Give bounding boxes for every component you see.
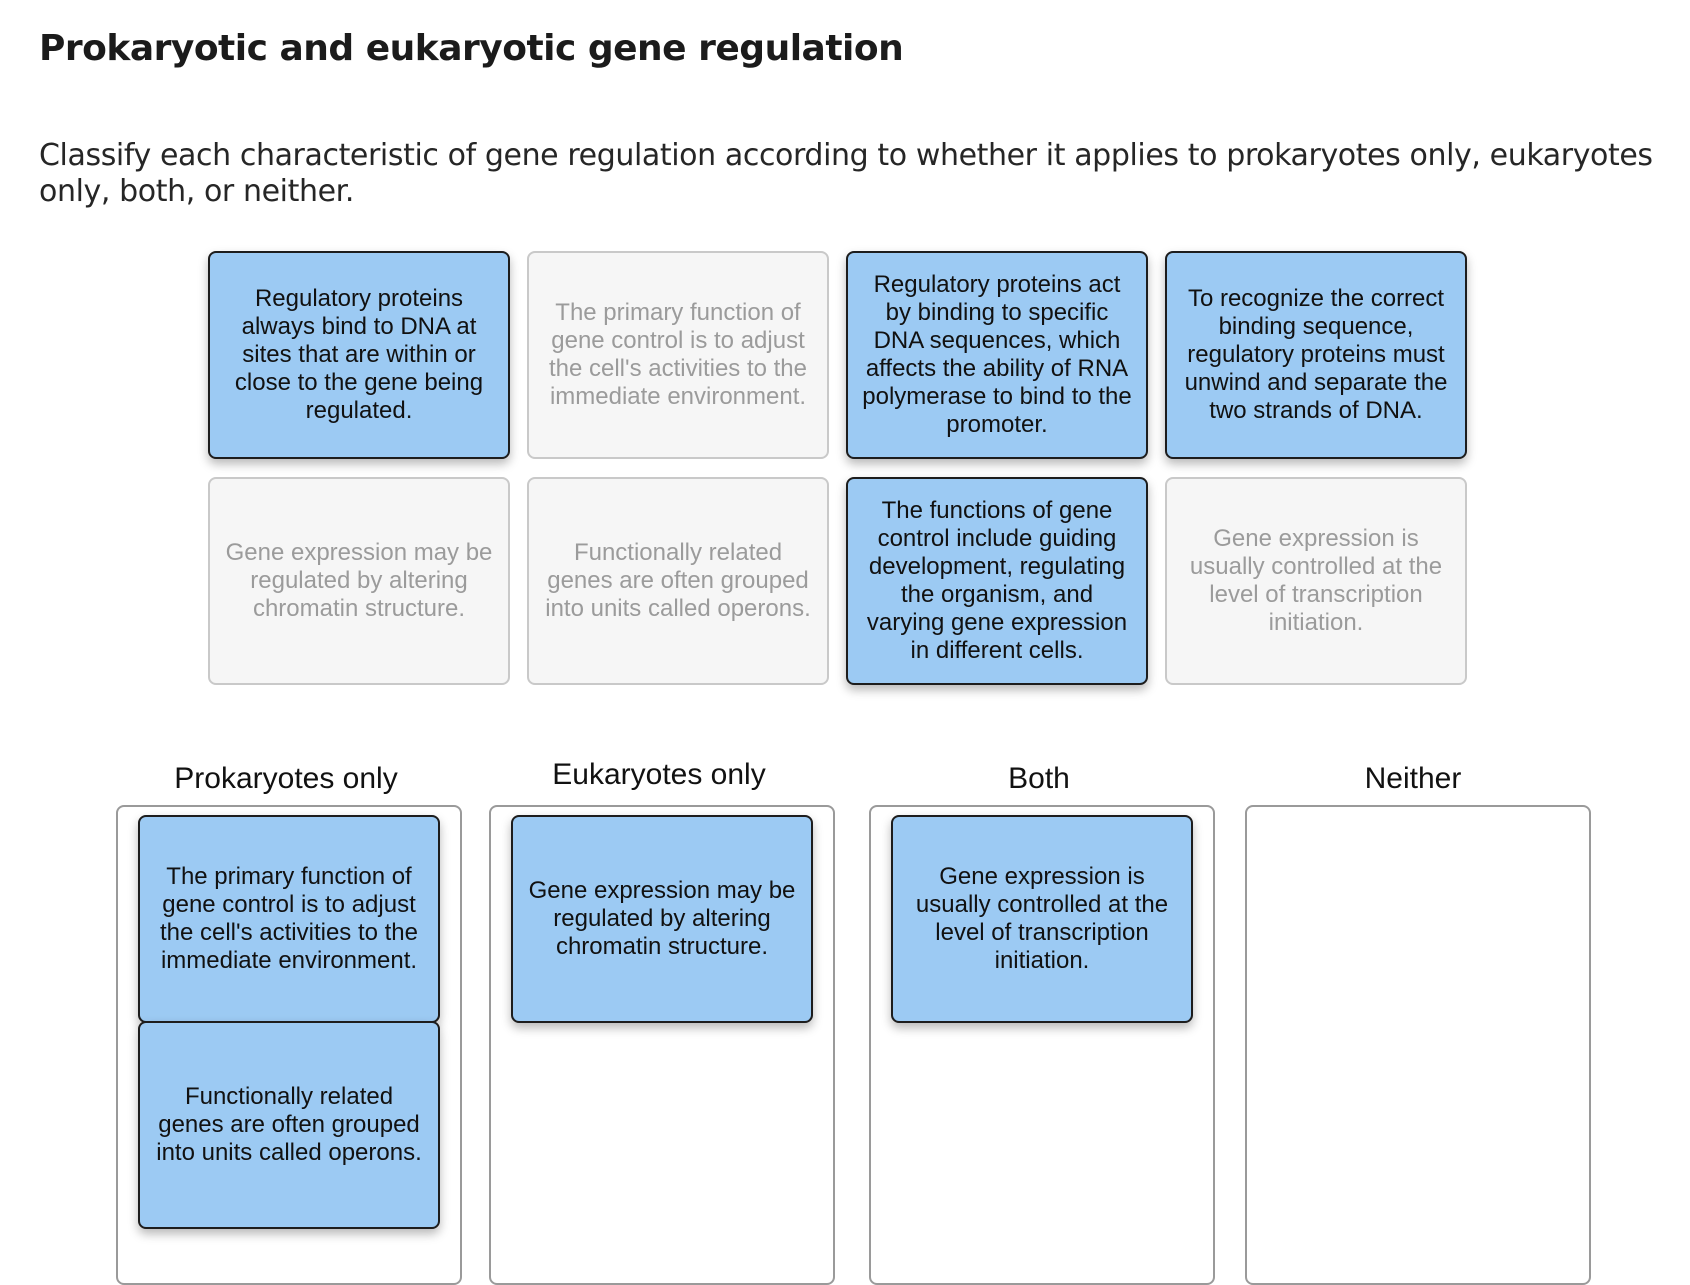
pool-card[interactable]: Functionally related genes are often gro… [527,477,829,685]
placed-card[interactable]: Gene expression is usually controlled at… [891,815,1193,1023]
bin-label-prokaryotes-only: Prokaryotes only [174,762,398,795]
bin-label-both: Both [1008,762,1070,795]
placed-card[interactable]: Gene expression may be regulated by alte… [511,815,813,1023]
bin-label-eukaryotes-only: Eukaryotes only [552,758,766,791]
answer-pool: Regulatory proteins always bind to DNA a… [208,251,1467,685]
placed-card[interactable]: Functionally related genes are often gro… [138,1021,440,1229]
pool-card[interactable]: Gene expression is usually controlled at… [1165,477,1467,685]
bin-both[interactable]: Gene expression is usually controlled at… [869,805,1215,1285]
instructions-text: Classify each characteristic of gene reg… [39,138,1653,209]
pool-card[interactable]: The functions of gene control include gu… [846,477,1148,685]
bin-prokaryotes-only[interactable]: The primary function of gene control is … [116,805,462,1285]
pool-card[interactable]: The primary function of gene control is … [527,251,829,459]
placed-card[interactable]: The primary function of gene control is … [138,815,440,1023]
pool-card[interactable]: Gene expression may be regulated by alte… [208,477,510,685]
pool-card[interactable]: Regulatory proteins always bind to DNA a… [208,251,510,459]
bin-neither[interactable] [1245,805,1591,1285]
page-title: Prokaryotic and eukaryotic gene regulati… [39,28,904,69]
bin-label-neither: Neither [1364,762,1462,795]
bin-eukaryotes-only[interactable]: Gene expression may be regulated by alte… [489,805,835,1285]
pool-card[interactable]: Regulatory proteins act by binding to sp… [846,251,1148,459]
pool-card[interactable]: To recognize the correct binding sequenc… [1165,251,1467,459]
